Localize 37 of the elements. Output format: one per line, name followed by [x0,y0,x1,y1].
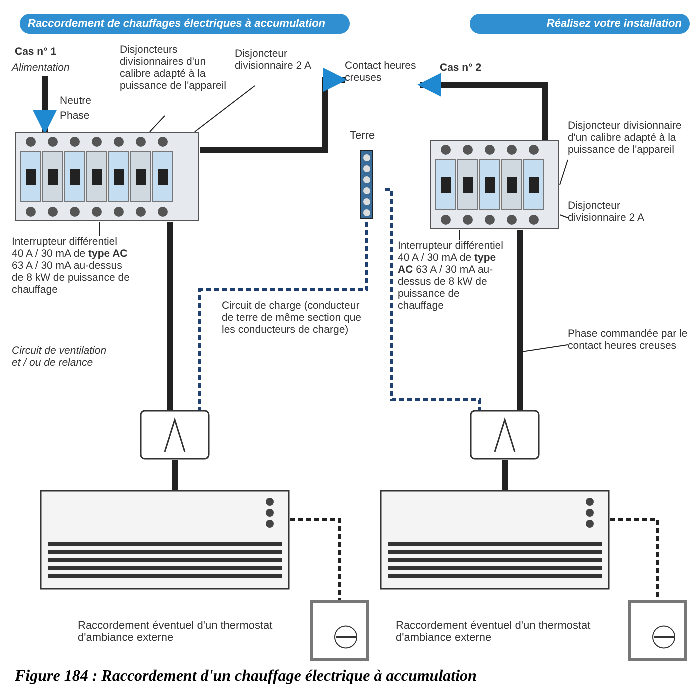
node-caption: Raccordement éventuel d'un thermostat d'ambiance externe [396,620,592,644]
wire-label: Alimentation [12,62,71,74]
wire [290,518,342,600]
section-banner: Raccordement de chauffages électriques à accumulation [20,14,350,34]
wire [418,73,548,140]
section-banner: Réalisez votre installation [470,14,690,34]
figure-caption: Figure 184 : Raccordement d'un chauffage électrique à accumulation [15,668,478,687]
leader-line [150,116,166,132]
callout-text: Disjoncteur divisionnaire 2 A [568,200,646,224]
leader-line [194,86,256,132]
node-caption: Raccordement éventuel d'un thermostat d'ambiance externe [78,620,274,644]
wire [33,76,57,134]
note-text: Neutre [60,95,93,107]
terminal-label: Terre [350,130,376,142]
wire [517,230,523,410]
callout-text: Disjoncteur divisionnaire 2 A [235,48,312,72]
wire [198,222,368,410]
callout-text: Interrupteur différentiel 40 A / 30 mA de type AC 63 A / 30 mA au-dessus de 8 kW de puissance de chauffage [398,240,504,312]
wire-label: Contact heures creuses [345,60,418,84]
leader-line [560,160,568,186]
callout-text: Disjoncteurs divisionnaires d'un calibre adapté à la puissance de l'appareil [120,44,228,92]
case-heading: Cas n° 2 [440,62,483,74]
wire [167,222,173,410]
leader-line [560,214,568,218]
callout-text: Disjoncteur divisionnaire d'un calibre adapté à la puissance de l'appareil [568,120,683,156]
wire [502,460,508,490]
note-text: Circuit de charge (conducteur de terre de même section que les conducteurs de charge) [222,300,362,338]
wire [172,460,178,490]
callout-text: Interrupteur différentiel 40 A / 30 mA de type AC 63 A / 30 mA au-dessus de 8 kW de puissance de chauffage [12,236,130,296]
note-text: Circuit de ventilation et / ou de relance [12,345,108,371]
wire [385,188,482,410]
callout-text: Phase commandée par le contact heures creuses [568,328,688,352]
leader-line [522,344,568,352]
wire [200,68,348,153]
note-text: Phase [60,110,91,122]
wire [610,518,660,600]
case-heading: Cas n° 1 [15,46,58,58]
